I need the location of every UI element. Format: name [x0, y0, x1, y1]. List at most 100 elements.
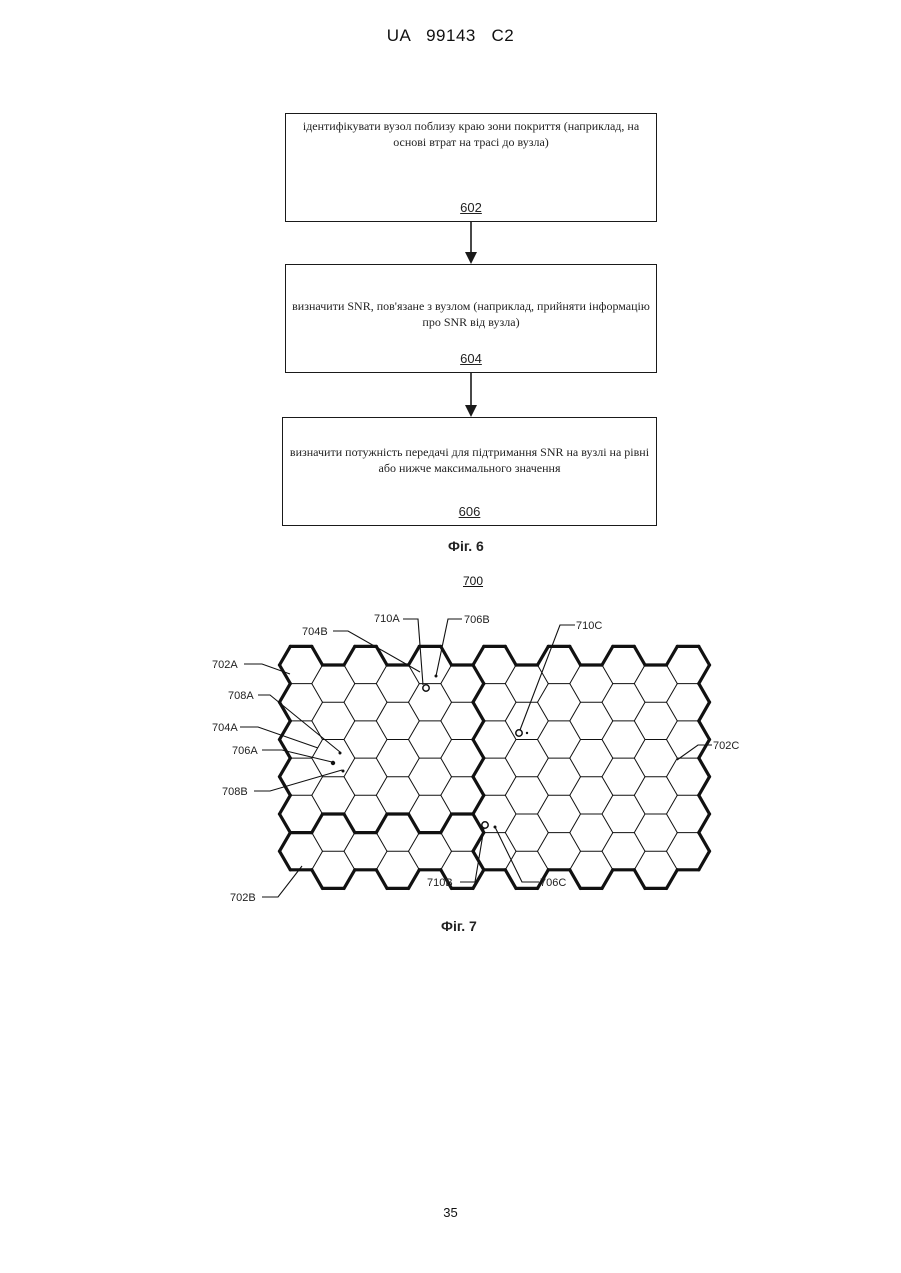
cluster-border-edge [505, 870, 516, 889]
hex-cell-edge [441, 758, 452, 777]
hex-cell-edge [312, 833, 323, 852]
cluster-border-edge [280, 833, 291, 852]
hex-cell-edge [344, 833, 355, 852]
leader-710c [520, 625, 575, 730]
cluster-border-edge [280, 851, 291, 870]
label-702c: 702C [713, 740, 739, 752]
hex-cell-edge [409, 721, 420, 740]
leader-710a [403, 619, 423, 685]
cluster-border-edge [312, 646, 323, 665]
cluster-border-edge [473, 795, 484, 814]
cluster-border-edge [473, 684, 484, 703]
label-710a: 710A [374, 613, 400, 625]
hex-cell-edge [602, 702, 613, 721]
hex-cell-edge [570, 777, 581, 796]
hex-cell-edge [634, 740, 645, 759]
hex-cell-edge [667, 833, 678, 852]
hex-cell-edge [441, 702, 452, 721]
hex-cell-edge [312, 740, 323, 759]
cluster-border-edge [473, 870, 484, 889]
hex-cell-edge [634, 814, 645, 833]
hex-cell-edge [344, 702, 355, 721]
cluster-border-edge [344, 814, 355, 833]
node-710a [423, 685, 429, 691]
hex-cell-edge [570, 814, 581, 833]
hex-cell-edge [570, 740, 581, 759]
cluster-border-edge [280, 646, 291, 665]
hex-cell-edge [667, 721, 678, 740]
cluster-border-edge [376, 646, 387, 665]
hex-cell-edge [602, 721, 613, 740]
cluster-border-edge [280, 702, 291, 721]
cluster-border-edge [473, 665, 484, 684]
hex-cell-edge [634, 721, 645, 740]
hex-cell-edge [409, 833, 420, 852]
hex-cell-edge [344, 721, 355, 740]
cluster-border-edge [473, 646, 484, 665]
hex-cell-edge [634, 795, 645, 814]
hex-cell-edge [538, 814, 549, 833]
hex-cell-edge [570, 702, 581, 721]
hex-cell-edge [538, 740, 549, 759]
cluster-border-edge [699, 795, 710, 814]
hex-cell-edge [634, 851, 645, 870]
hex-cell-edge [441, 665, 452, 684]
cluster-border-edge [441, 646, 452, 665]
hex-cell-edge [570, 665, 581, 684]
hex-cell-edge [312, 851, 323, 870]
hex-cell-edge [505, 702, 516, 721]
hex-cell-edge [634, 702, 645, 721]
hex-cell-edge [570, 851, 581, 870]
cluster-border-edge [602, 870, 613, 889]
hex-cell-edge [376, 795, 387, 814]
hex-cell-edge [376, 702, 387, 721]
cluster-border-edge [634, 870, 645, 889]
label-706b: 706B [464, 614, 490, 626]
cluster-border-edge [699, 777, 710, 796]
hex-cell-edge [538, 758, 549, 777]
node-710c [516, 730, 522, 736]
hex-cell-edge [376, 777, 387, 796]
hex-cell-edge [634, 758, 645, 777]
cluster-border-edge [699, 814, 710, 833]
hex-cell-edge [538, 795, 549, 814]
label-708a: 708A [228, 690, 254, 702]
hex-cell-edge [441, 777, 452, 796]
hex-cell-edge [409, 758, 420, 777]
label-710c: 710C [576, 620, 602, 632]
label-702a: 702A [212, 659, 238, 671]
hex-cell-edge [602, 777, 613, 796]
hex-cell-edge [667, 684, 678, 703]
hex-cell-edge [344, 665, 355, 684]
hex-cell-edge [570, 721, 581, 740]
hex-cell-edge [667, 777, 678, 796]
hex-cell-edge [667, 814, 678, 833]
cluster-border-edge [312, 814, 323, 833]
label-708b: 708B [222, 786, 248, 798]
fig7-caption: Фіг. 7 [441, 918, 477, 934]
hex-cell-edge [538, 777, 549, 796]
hex-cell-edge [376, 665, 387, 684]
hex-cell-edge [505, 740, 516, 759]
leader-706a [262, 750, 332, 762]
cluster-border-edge [280, 795, 291, 814]
hex-cell-edge [602, 814, 613, 833]
cluster-border-edge [280, 684, 291, 703]
hex-cell-edge [409, 795, 420, 814]
page-number: 35 [0, 1205, 901, 1220]
hex-cell-edge [538, 702, 549, 721]
leader-706c [495, 827, 539, 882]
hex-cell-edge [570, 795, 581, 814]
cluster-border-edge [699, 665, 710, 684]
hex-cell-edge [441, 721, 452, 740]
cluster-border-edge [538, 646, 549, 665]
cluster-border-edge [473, 721, 484, 740]
hex-cell-edge [602, 851, 613, 870]
cluster-border-edge [409, 646, 420, 665]
hex-cell-edge [602, 684, 613, 703]
hex-cell-edge [602, 665, 613, 684]
label-704a: 704A [212, 722, 238, 734]
hex-cell-edge [312, 684, 323, 703]
hex-cell-edge [409, 740, 420, 759]
node-710c-dot [526, 732, 528, 734]
